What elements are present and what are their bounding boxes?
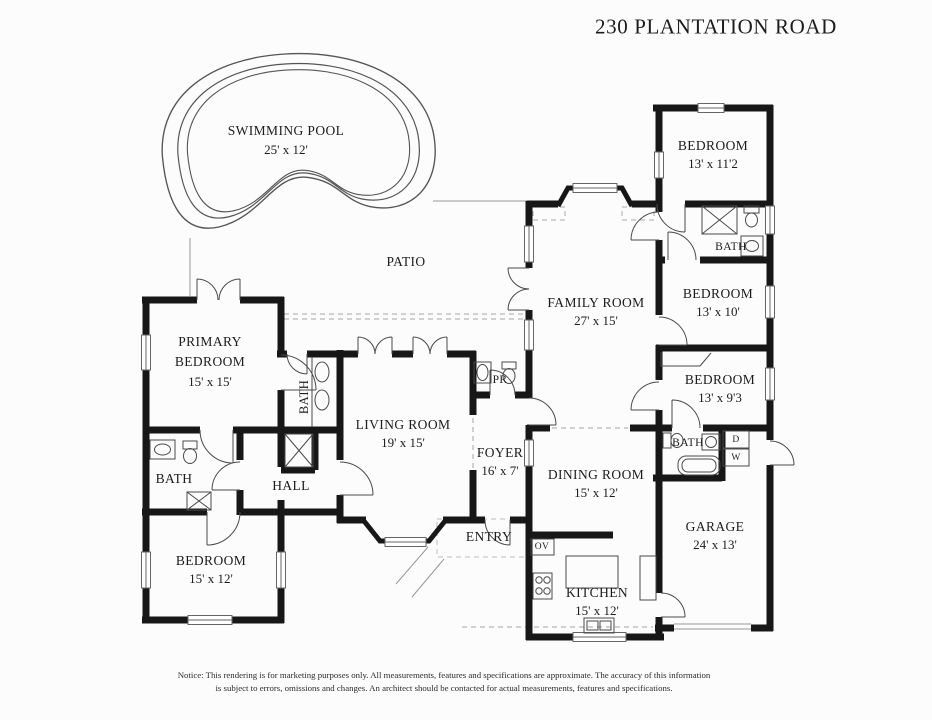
primary-bath-vanity-symbol <box>311 357 330 427</box>
room-label-family-room: FAMILY ROOM 27' x 15' <box>547 295 645 328</box>
laundry-bath-toilet-symbol <box>662 432 684 449</box>
refrigerator-symbol <box>639 555 657 601</box>
room-name: SWIMMING POOL <box>227 123 345 138</box>
room-label-garage: GARAGE 24' x 13' <box>685 519 745 552</box>
label-washer: W <box>731 453 741 463</box>
room-label-powder-room: PR <box>492 374 508 386</box>
door-swings <box>196 203 795 618</box>
plan-title: 230 PLANTATION ROAD <box>595 14 837 39</box>
kitchen-island <box>565 555 619 589</box>
room-label-kitchen: KITCHEN 15' x 12' <box>565 585 629 618</box>
room-label-primary-bath: BATH <box>297 379 311 415</box>
powder-room-toilet-symbol <box>501 361 517 384</box>
room-label-bedroom-right-2: BEDROOM 13' x 10' <box>682 286 754 319</box>
room-label-bath-laundry: BATH <box>672 437 704 449</box>
bath-left-sink-symbol <box>149 439 176 460</box>
stove-symbol <box>532 572 553 600</box>
bedroom-left-closet-symbol <box>186 491 212 511</box>
bedroom-right-3-closet-symbol <box>660 352 712 367</box>
label-oven: OV <box>534 542 550 552</box>
room-label-primary-bedroom: PRIMARY BEDROOM 15' x 15' <box>174 334 246 389</box>
bath-top-right-toilet-symbol <box>743 205 760 228</box>
laundry-bath-tub-symbol <box>677 455 721 476</box>
room-dims: 25' x 12' <box>264 142 308 157</box>
washer-box <box>722 448 750 467</box>
room-label-foyer: FOYER 16' x 7' <box>476 445 524 478</box>
room-label-entry: ENTRY <box>465 529 513 544</box>
disclaimer-line-2: is subject to errors, omissions and chan… <box>215 683 673 693</box>
bath-left-toilet-symbol <box>182 440 198 464</box>
room-label-swimming-pool: SWIMMING POOL 25' x 12' <box>228 121 345 159</box>
laundry-bath-sink-symbol <box>701 433 721 451</box>
room-label-living-room: LIVING ROOM 19' x 15' <box>355 417 451 450</box>
hall-closet-symbol <box>284 433 314 468</box>
room-label-bedroom-top-right: BEDROOM 13' x 11'2 <box>677 138 749 171</box>
kitchen-sink-symbol <box>583 617 615 634</box>
bath-top-right-closet-symbol <box>701 205 738 235</box>
fixtures <box>149 205 764 634</box>
room-label-bath-top-right: BATH <box>715 241 747 253</box>
room-label-dining-room: DINING ROOM 15' x 12' <box>547 467 645 500</box>
room-label-bedroom-left: BEDROOM 15' x 12' <box>175 553 247 586</box>
disclaimer-line-1: Notice: This rendering is for marketing … <box>177 670 711 680</box>
swimming-pool-shape <box>161 52 436 229</box>
room-label-patio: PATIO <box>386 254 426 269</box>
dryer-box <box>722 430 750 449</box>
powder-room-sink-symbol <box>473 361 492 384</box>
patio-edge-lines <box>189 200 751 630</box>
room-label-bedroom-right-3: BEDROOM 13' x 9'3 <box>684 372 756 405</box>
windows <box>141 103 775 642</box>
room-label-hall: HALL <box>272 478 310 493</box>
disclaimer-notice: Notice: This rendering is for marketing … <box>178 669 711 695</box>
bath-top-right-sink-symbol <box>740 235 764 257</box>
oven-box <box>530 538 555 556</box>
room-label-bath-left: BATH <box>155 471 193 486</box>
label-dryer: D <box>732 435 740 445</box>
